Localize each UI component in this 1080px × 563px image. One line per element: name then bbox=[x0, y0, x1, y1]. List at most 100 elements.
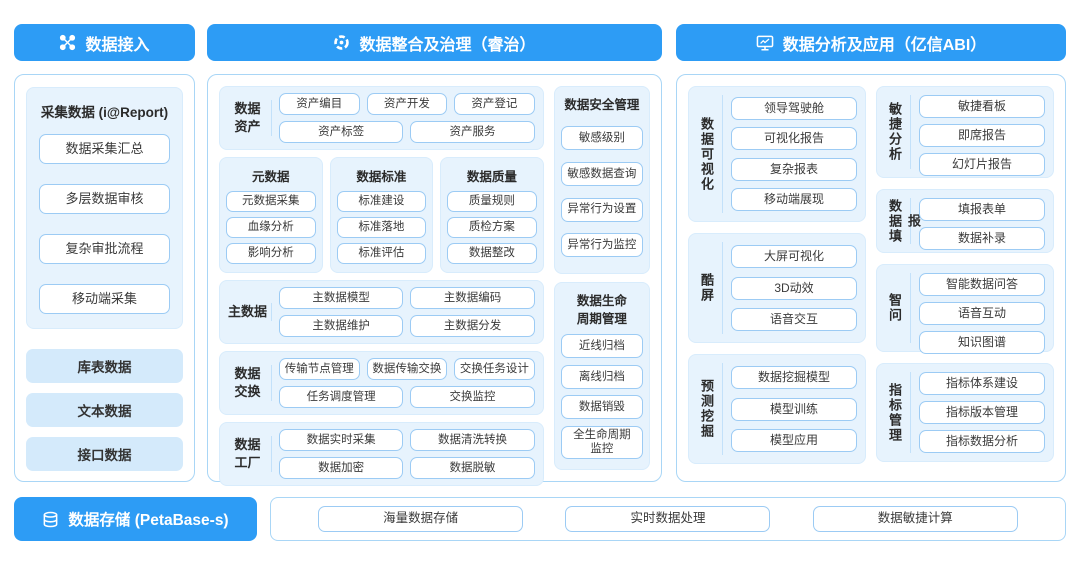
agile-analysis-label: 敏捷分析 bbox=[885, 95, 911, 169]
feature-pill: 即席报告 bbox=[919, 124, 1045, 147]
data-standard-section: 数据标准 标准建设标准落地标准评估 bbox=[329, 157, 434, 273]
governance-column: 数据 资产 资产编目资产开发资产登记资产标签资产服务 元数据 元数据采集血缘分析… bbox=[207, 74, 662, 486]
analysis-right-subcolumn: 敏捷分析 敏捷看板即席报告幻灯片报告 数据填报 填报表单数据补录 智问 智能数据… bbox=[876, 86, 1054, 470]
feature-pill: 血缘分析 bbox=[226, 217, 316, 238]
data-exchange-section: 数据 交换 传输节点管理数据传输交换交换任务设计任务调度管理交换监控 bbox=[219, 351, 544, 415]
metadata-standard-quality-row: 元数据 元数据采集血缘分析影响分析 数据标准 标准建设标准落地标准评估 数据质量… bbox=[219, 157, 544, 273]
feature-pill: 主数据分发 bbox=[410, 315, 535, 337]
pill-row: 主数据维护主数据分发 bbox=[279, 315, 535, 337]
data-asset-pills: 资产编目资产开发资产登记资产标签资产服务 bbox=[279, 93, 535, 143]
feature-pill: 海量数据存储 bbox=[318, 506, 524, 532]
data-security-title: 数据安全管理 bbox=[564, 98, 640, 112]
feature-pill: 离线归档 bbox=[560, 364, 643, 389]
feature-pill: 元数据采集 bbox=[226, 191, 316, 212]
visualization-label: 数据可视化 bbox=[697, 95, 723, 213]
master-data-pills: 主数据模型主数据编码主数据维护主数据分发 bbox=[279, 287, 535, 337]
feature-pill: 主数据维护 bbox=[279, 315, 404, 337]
feature-pill: 异常行为监控 bbox=[560, 233, 643, 258]
feature-pill: 传输节点管理 bbox=[279, 358, 360, 380]
pill-row: 资产标签资产服务 bbox=[279, 121, 535, 143]
feature-pill: 数据清洗转换 bbox=[410, 429, 535, 451]
data-filling-section: 数据填报 填报表单数据补录 bbox=[876, 189, 1054, 253]
header-analysis: 数据分析及应用（亿信ABI） bbox=[676, 24, 1066, 61]
data-security-section: 数据安全管理 敏感级别敏感数据查询异常行为设置异常行为监控 bbox=[553, 86, 650, 274]
smart-ask-section: 智问 智能数据问答语音互动知识图谱 bbox=[876, 264, 1054, 354]
feature-pill: 幻灯片报告 bbox=[919, 153, 1045, 176]
feature-pill: 敏感数据查询 bbox=[560, 161, 643, 186]
data-quality-section: 数据质量 质量规则质检方案数据整改 bbox=[440, 157, 544, 273]
feature-pill: 填报表单 bbox=[919, 198, 1045, 221]
feature-pill: 资产登记 bbox=[454, 93, 535, 115]
data-exchange-label: 数据 交换 bbox=[228, 364, 272, 402]
feature-pill: 指标版本管理 bbox=[919, 401, 1045, 424]
feature-pill: 标准建设 bbox=[336, 191, 427, 212]
pill-row: 传输节点管理数据传输交换交换任务设计 bbox=[279, 358, 535, 380]
pinwheel-gear-icon bbox=[333, 34, 350, 51]
feature-pill: 数据采集汇总 bbox=[39, 134, 170, 164]
feature-pill: 数据补录 bbox=[919, 227, 1045, 250]
feature-pill: 资产标签 bbox=[279, 121, 404, 143]
feature-pill: 敏捷看板 bbox=[919, 95, 1045, 118]
data-access-column: 采集数据 (i@Report) 数据采集汇总多层数据审核复杂审批流程移动端采集 … bbox=[14, 74, 195, 482]
feature-pill: 领导驾驶舱 bbox=[731, 96, 857, 120]
feature-pill: 资产服务 bbox=[410, 121, 535, 143]
header-data-access-label: 数据接入 bbox=[85, 36, 150, 54]
feature-pill: 交换任务设计 bbox=[454, 358, 535, 380]
feature-pill: 数据实时采集 bbox=[279, 429, 404, 451]
visualization-section: 数据可视化 领导驾驶舱可视化报告复杂报表移动端展现 bbox=[688, 86, 866, 222]
data-quality-title: 数据质量 bbox=[466, 170, 517, 184]
feature-pill: 质检方案 bbox=[447, 217, 537, 238]
feature-pill: 影响分析 bbox=[226, 243, 316, 264]
feature-pill: 复杂报表 bbox=[731, 157, 857, 181]
storage-capability-box: 海量数据存储实时数据处理数据敏捷计算 bbox=[270, 497, 1066, 541]
main-row: 采集数据 (i@Report) 数据采集汇总多层数据审核复杂审批流程移动端采集 … bbox=[14, 74, 1066, 486]
feature-pill: 标准落地 bbox=[336, 217, 427, 238]
data-factory-section: 数据 工厂 数据实时采集数据清洗转换数据加密数据脱敏 bbox=[219, 422, 544, 486]
database-icon bbox=[42, 511, 59, 528]
feature-pill: 全生命周期 监控 bbox=[560, 425, 643, 459]
feature-pill: 数据脱敏 bbox=[410, 457, 535, 479]
collect-data-pills: 数据采集汇总多层数据审核复杂审批流程移动端采集 bbox=[39, 134, 170, 314]
data-factory-pills: 数据实时采集数据清洗转换数据加密数据脱敏 bbox=[279, 429, 535, 479]
feature-pill: 质量规则 bbox=[447, 191, 537, 212]
master-data-section: 主数据 主数据模型主数据编码主数据维护主数据分发 bbox=[219, 280, 544, 344]
header-data-access: 数据接入 bbox=[14, 24, 195, 61]
data-filling-label: 数据填报 bbox=[887, 198, 921, 244]
feature-pill: 资产开发 bbox=[366, 93, 448, 115]
feature-pill: 语音交互 bbox=[731, 308, 857, 332]
collect-data-section: 采集数据 (i@Report) 数据采集汇总多层数据审核复杂审批流程移动端采集 bbox=[26, 87, 183, 329]
data-standard-pills: 标准建设标准落地标准评估 bbox=[336, 191, 427, 264]
header-data-storage-label: 数据存储 (PetaBase-s) bbox=[68, 512, 229, 529]
agile-analysis-section: 敏捷分析 敏捷看板即席报告幻灯片报告 bbox=[876, 86, 1054, 178]
governance-main: 数据 资产 资产编目资产开发资产登记资产标签资产服务 元数据 元数据采集血缘分析… bbox=[219, 86, 544, 486]
pill-row: 主数据模型主数据编码 bbox=[279, 287, 535, 309]
feature-pill: 标准评估 bbox=[336, 243, 427, 264]
metadata-pills: 元数据采集血缘分析影响分析 bbox=[226, 191, 316, 264]
feature-pill: 知识图谱 bbox=[919, 331, 1045, 354]
feature-pill: 数据挖掘模型 bbox=[731, 365, 857, 389]
indicator-pills: 指标体系建设指标版本管理指标数据分析 bbox=[919, 372, 1045, 453]
feature-pill: 数据传输交换 bbox=[366, 358, 448, 380]
feature-pill: 模型应用 bbox=[731, 429, 857, 453]
agile-analysis-pills: 敏捷看板即席报告幻灯片报告 bbox=[919, 95, 1045, 176]
feature-pill: 智能数据问答 bbox=[919, 273, 1045, 296]
feature-pill: 移动端采集 bbox=[39, 284, 170, 314]
indicator-label: 指标管理 bbox=[885, 372, 911, 453]
data-asset-label: 数据 资产 bbox=[228, 99, 272, 137]
data-factory-label: 数据 工厂 bbox=[228, 435, 272, 473]
data-asset-section: 数据 资产 资产编目资产开发资产登记资产标签资产服务 bbox=[219, 86, 544, 150]
data-filling-pills: 填报表单数据补录 bbox=[919, 198, 1045, 250]
feature-pill: 移动端展现 bbox=[731, 188, 857, 212]
feature-pill: 复杂审批流程 bbox=[39, 234, 170, 264]
smart-ask-label: 智问 bbox=[885, 273, 911, 343]
header-governance: 数据整合及治理（睿治） bbox=[207, 24, 662, 61]
feature-pill: 资产编目 bbox=[279, 93, 360, 115]
feature-pill: 主数据模型 bbox=[279, 287, 404, 309]
monitor-icon bbox=[756, 35, 774, 51]
feature-pill: 任务调度管理 bbox=[279, 386, 404, 408]
data-source-list: 库表数据文本数据接口数据 bbox=[26, 349, 183, 471]
data-quality-pills: 质量规则质检方案数据整改 bbox=[447, 191, 537, 264]
feature-pill: 大屏可视化 bbox=[731, 244, 857, 268]
